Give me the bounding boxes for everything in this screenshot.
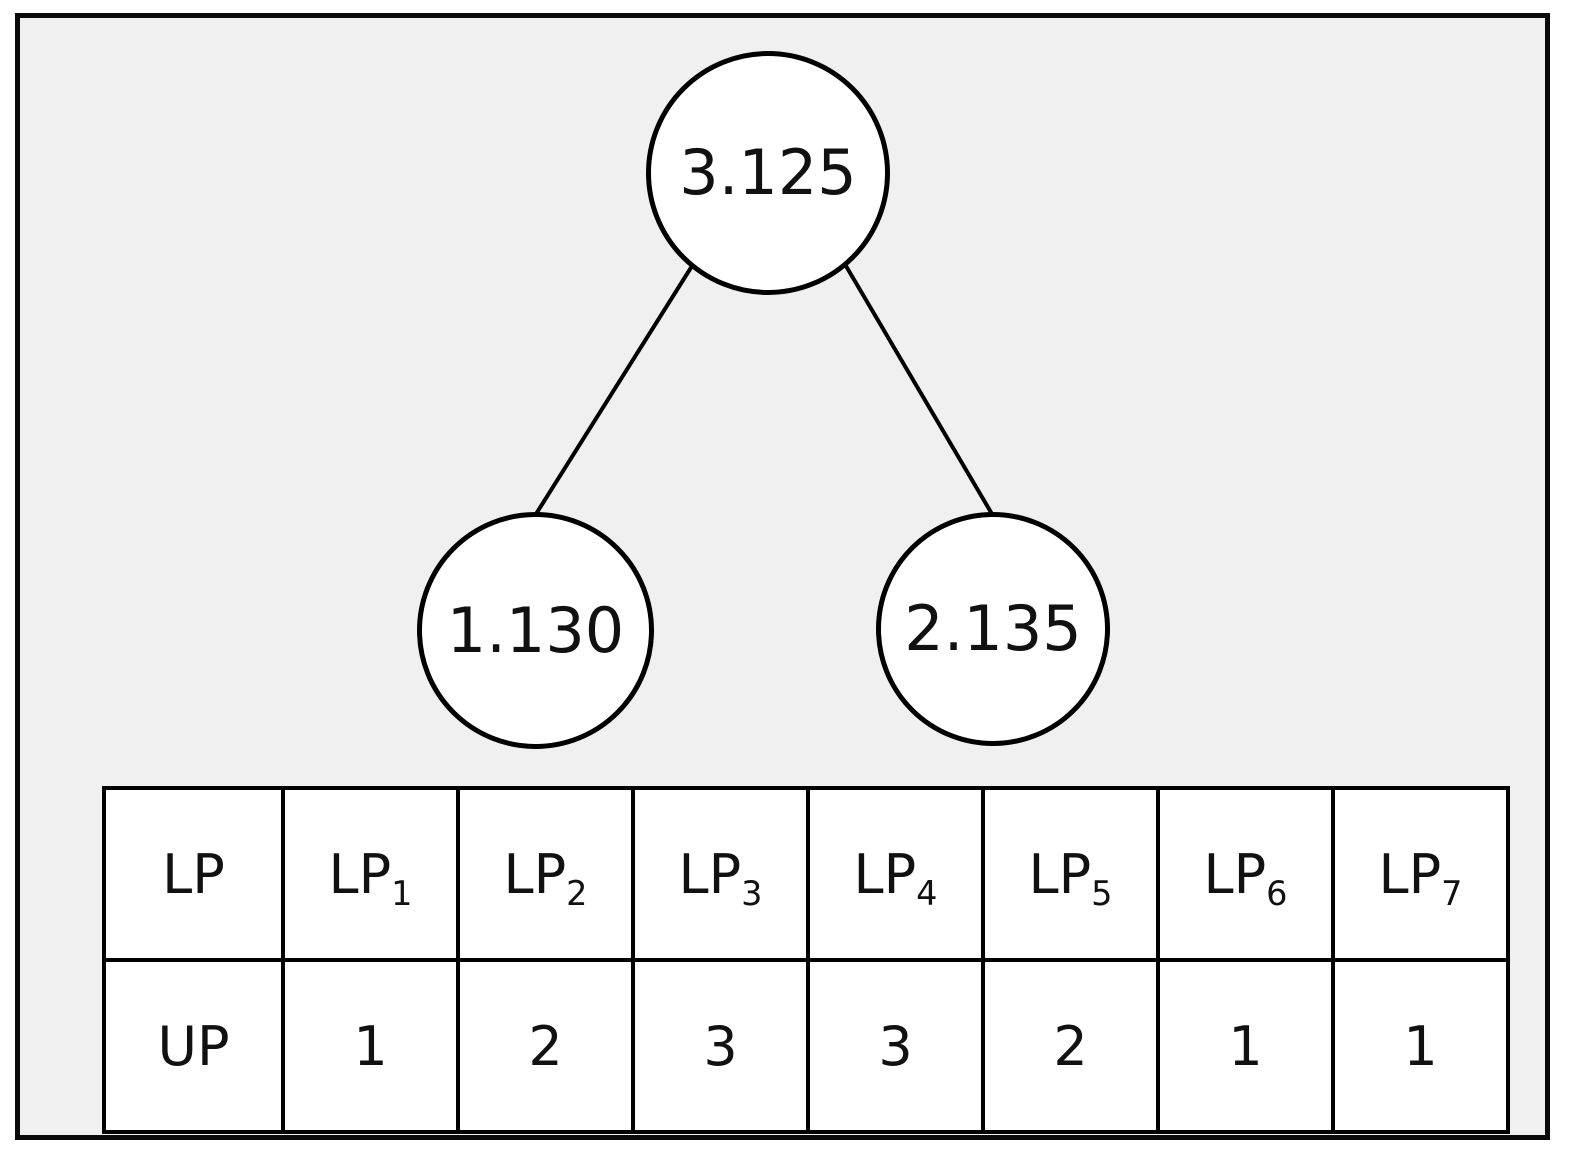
table-cell-header-lp3: LP3	[631, 786, 810, 962]
table-cell-data-label: UP	[102, 958, 285, 1134]
header-lp7-sub: 7	[1441, 873, 1463, 913]
header-lp2-base: LP	[503, 842, 567, 906]
lp-up-table: LP LP1 LP2 LP3 LP4 LP5	[102, 786, 1510, 1134]
table-cell-up2: 2	[456, 958, 635, 1134]
table-cell-header-lp6: LP6	[1156, 786, 1335, 962]
table-cell-header-lp2: LP2	[456, 786, 635, 962]
tree-node-right-child-label: 2.135	[904, 592, 1082, 665]
table-cell-header-lp1: LP1	[281, 786, 460, 962]
data-row-label: UP	[157, 1014, 230, 1078]
header-lp1-sub: 1	[391, 873, 413, 913]
table-cell-header-label: LP	[102, 786, 285, 962]
header-row-label: LP	[162, 842, 225, 906]
up-value-4: 3	[878, 1014, 913, 1078]
header-lp3-sub: 3	[741, 873, 763, 913]
up-value-6: 1	[1228, 1014, 1263, 1078]
header-lp3-base: LP	[678, 842, 742, 906]
table-row-data: UP 1 2 3 3 2	[102, 958, 1510, 1134]
table-cell-up4: 3	[806, 958, 985, 1134]
table-cell-up3: 3	[631, 958, 810, 1134]
tree-area: 3.125 1.130 2.135	[20, 18, 1555, 778]
up-value-2: 2	[528, 1014, 563, 1078]
tree-node-left-child-label: 1.130	[446, 593, 625, 667]
table-cell-header-lp5: LP5	[981, 786, 1160, 962]
header-lp4-base: LP	[853, 842, 917, 906]
header-lp6-base: LP	[1203, 842, 1267, 906]
tree-node-root-label: 3.125	[679, 136, 857, 209]
up-value-1: 1	[353, 1014, 388, 1078]
table-cell-up6: 1	[1156, 958, 1335, 1134]
header-lp7-base: LP	[1378, 842, 1442, 906]
header-lp4-sub: 4	[916, 873, 938, 913]
header-lp5-base: LP	[1028, 842, 1092, 906]
table-cell-up7: 1	[1331, 958, 1510, 1134]
tree-node-root[interactable]: 3.125	[646, 51, 890, 295]
table-row-header: LP LP1 LP2 LP3 LP4 LP5	[102, 786, 1510, 962]
edge-root-to-right	[844, 264, 994, 516]
up-value-5: 2	[1053, 1014, 1088, 1078]
header-lp2-sub: 2	[566, 873, 588, 913]
table-cell-up1: 1	[281, 958, 460, 1134]
edge-root-to-left	[534, 264, 694, 516]
header-lp5-sub: 5	[1091, 873, 1113, 913]
table-cell-header-lp4: LP4	[806, 786, 985, 962]
tree-node-left-child[interactable]: 1.130	[417, 512, 654, 749]
up-value-3: 3	[703, 1014, 738, 1078]
header-lp6-sub: 6	[1266, 873, 1288, 913]
diagram-frame: 3.125 1.130 2.135 LP LP1 LP2	[15, 13, 1550, 1140]
table-cell-header-lp7: LP7	[1331, 786, 1510, 962]
table-cell-up5: 2	[981, 958, 1160, 1134]
tree-node-right-child[interactable]: 2.135	[876, 512, 1110, 746]
up-value-7: 1	[1403, 1014, 1438, 1078]
header-lp1-base: LP	[328, 842, 392, 906]
